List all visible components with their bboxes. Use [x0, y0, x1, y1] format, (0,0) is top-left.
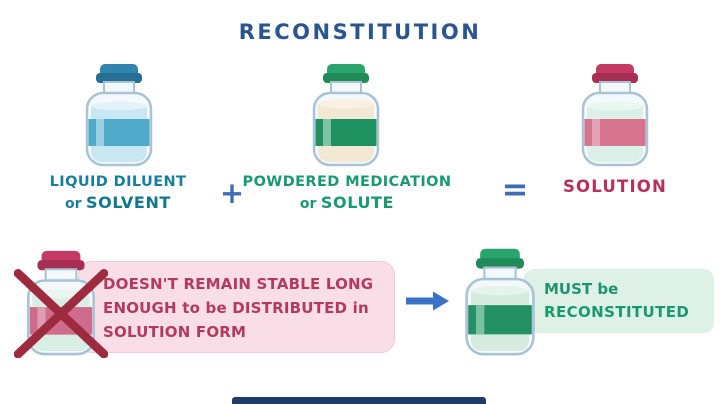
- green-powder-vial-icon: [312, 64, 380, 167]
- medication-vial: [300, 62, 392, 172]
- crossed-out-solution-vial: [13, 248, 109, 362]
- crossed-vial-icon: [13, 250, 109, 359]
- diluent-label-line2: or SOLVENT: [18, 193, 218, 212]
- right-arrow-icon: [404, 288, 452, 318]
- video-progress-bar[interactable]: [232, 397, 486, 404]
- instability-note-line3: SOLUTION FORM: [103, 323, 247, 341]
- crimson-vial-icon: [581, 64, 649, 167]
- reconstitute-note-box: MUST be RECONSTITUTED: [524, 269, 714, 333]
- instability-note-line2: ENOUGH to be DISTRIBUTED in: [103, 299, 369, 317]
- medication-label: POWDERED MEDICATION or SOLUTE: [237, 174, 457, 212]
- medication-label-line2: or SOLUTE: [237, 193, 457, 212]
- equals-icon: =: [501, 170, 529, 208]
- reconstituted-vial: [452, 246, 548, 362]
- plus-icon: +: [219, 176, 245, 210]
- x-cross-icon: [13, 269, 109, 359]
- blue-vial-icon: [85, 64, 153, 167]
- reconstitute-note-line1: MUST be: [544, 280, 619, 298]
- instability-note-line1: DOESN'T REMAIN STABLE LONG: [103, 275, 374, 293]
- diluent-vial: [73, 62, 165, 172]
- green-vial-icon: [465, 248, 535, 356]
- diluent-label: LIQUID DILUENT or SOLVENT: [18, 174, 218, 212]
- instability-note-box: DOESN'T REMAIN STABLE LONG ENOUGH to be …: [78, 261, 395, 353]
- solute-term: SOLUTE: [320, 193, 395, 212]
- reconstitute-note-line2: RECONSTITUTED: [544, 303, 690, 321]
- solution-vial: [569, 62, 661, 172]
- solution-label: SOLUTION: [562, 177, 668, 196]
- page-title: RECONSTITUTION: [238, 20, 482, 44]
- medication-label-line1: POWDERED MEDICATION: [242, 174, 452, 190]
- solvent-term: SOLVENT: [86, 193, 171, 212]
- or-text: or: [299, 196, 317, 212]
- diluent-label-line1: LIQUID DILUENT: [49, 174, 187, 190]
- or-text: or: [65, 196, 82, 212]
